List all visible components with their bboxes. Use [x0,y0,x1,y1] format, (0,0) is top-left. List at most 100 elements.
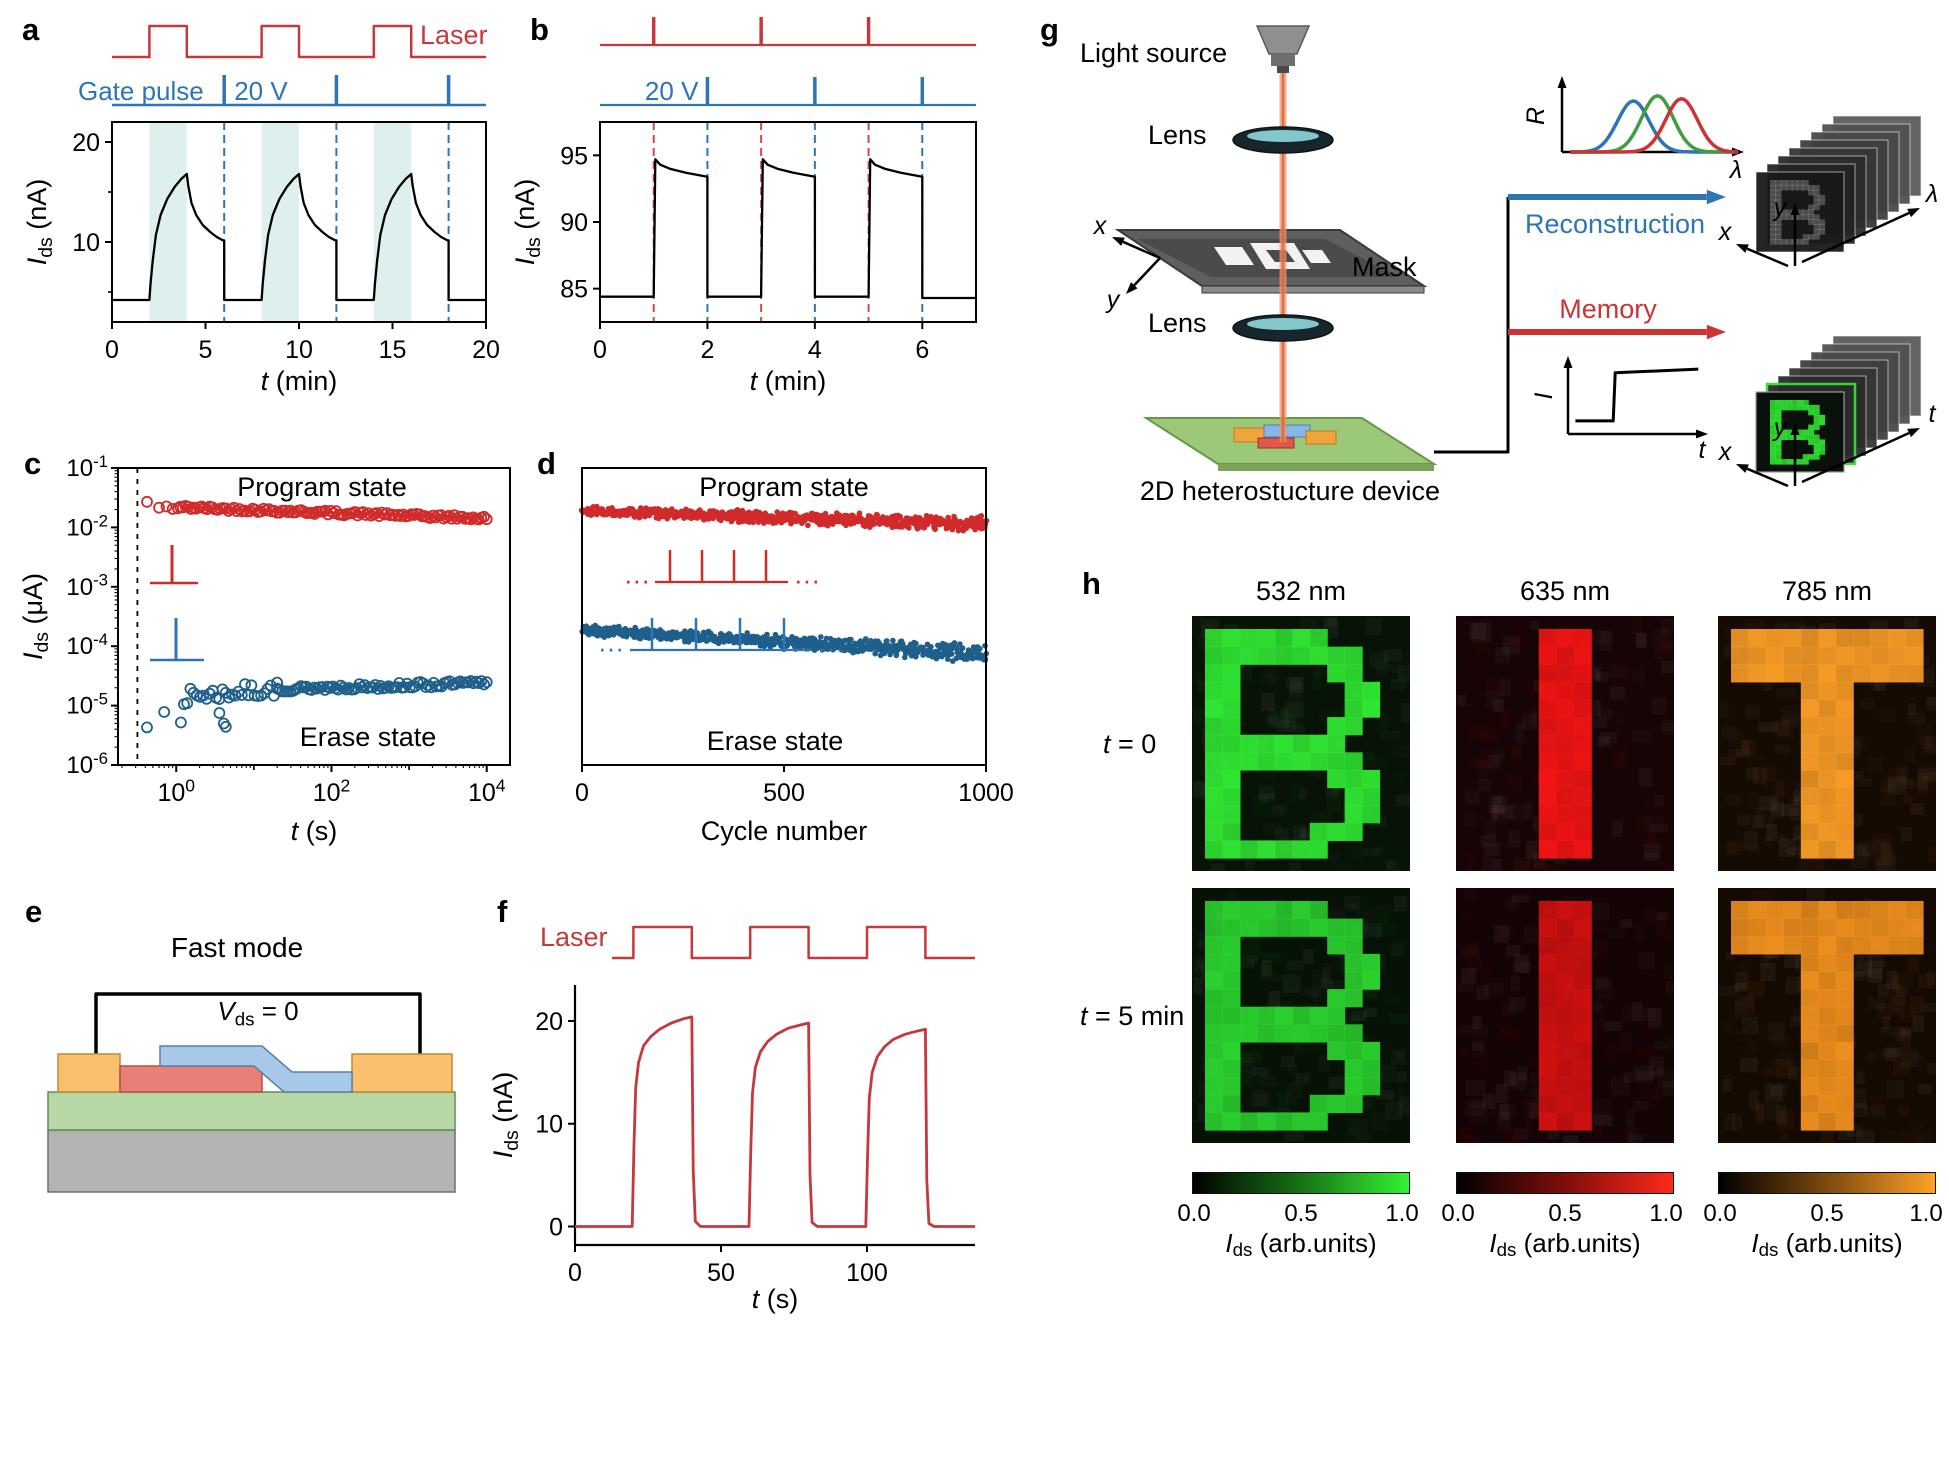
tile-noise [1622,1005,1632,1023]
data-point [174,716,187,729]
tile-noise [1861,697,1874,709]
letter-pixel [1818,1024,1837,1043]
letter-pixel [1800,918,1819,937]
letter-pixel [1802,434,1809,440]
letter-pixel [1222,989,1241,1008]
letter-pixel [1205,840,1224,859]
tile-noise [1631,1002,1643,1022]
colorbar3-tick-05: 0.5 [1810,1200,1844,1227]
letter-pixel [1573,629,1592,648]
tile-noise [1764,1082,1783,1103]
tile-noise [1923,1003,1936,1012]
letter-pixel [1835,971,1854,990]
letter-pixel [1853,901,1872,920]
memory-stack-depth-label: t [1929,400,1937,428]
letter-pixel [1327,989,1346,1008]
panel-f-label: f [497,894,508,929]
memory-plot-x-label: t [1699,436,1707,464]
tile-noise [1492,698,1505,712]
letter-pixel [1362,953,1381,973]
letter-pixel [1274,901,1293,920]
tile-noise [1600,631,1610,651]
tile-noise [1259,793,1276,802]
tile-noise [1867,999,1886,1010]
tile-noise [1266,715,1279,726]
letter-pixel [1780,209,1787,216]
tile-noise [1856,779,1873,787]
letter-pixel [1800,646,1819,665]
tile-noise [1463,812,1477,827]
tile-noise [1269,1092,1282,1100]
letter-pixel [1556,629,1575,648]
letter-pixel [1222,717,1241,736]
letter-pixel [1205,681,1224,701]
tile-noise [1719,756,1736,766]
tile-noise [1289,677,1305,693]
tile-noise [1485,821,1496,839]
tick-label: 100 [157,776,195,808]
tile-noise [1243,1050,1263,1064]
letter-pixel [1765,629,1784,648]
letter-pixel [1556,646,1575,665]
letter-pixel [1818,629,1837,648]
letter-pixel [1780,434,1787,440]
letter-pixel [1888,936,1907,955]
data-point [219,720,232,733]
tile-noise [1393,745,1410,757]
laser-shade-region [373,122,412,322]
tile-noise [1905,778,1915,790]
tile-noise [1645,798,1653,811]
letter-pixel [1205,822,1224,841]
letter-pixel [1222,752,1241,771]
letter-pixel [1802,184,1809,191]
letter-pixel [1239,1112,1258,1131]
letter-pixel [1538,769,1557,789]
letter-pixel [1818,822,1837,841]
letter-pixel [1205,629,1224,648]
letter-pixel [1888,918,1907,937]
tile-noise [1607,927,1625,940]
letter-pixel [1292,752,1311,771]
tile-noise [1515,1128,1528,1140]
tile-noise [1927,1063,1936,1074]
tile-noise [1401,703,1410,722]
letter-pixel [1538,646,1557,665]
data-point [255,689,268,702]
letter-pixel [1870,918,1889,937]
letter-pixel [1292,901,1311,920]
letter-pixel [1797,180,1804,186]
letter-pixel [1802,400,1809,406]
letter-pixel [1770,184,1777,191]
letter-pixel [1362,769,1381,789]
tile-noise [1511,742,1522,759]
tile-noise [1758,796,1778,811]
data-point [153,501,165,514]
device-contact [1305,430,1337,445]
letter-pixel [1573,699,1592,718]
colorbar2-tick-1: 1.0 [1649,1200,1683,1227]
data-point [772,631,779,638]
letter-pixel [1556,1077,1575,1096]
tile-noise [1526,840,1538,860]
tile-noise [1873,834,1892,852]
tile-noise [1867,1051,1884,1059]
letter-pixel [1786,434,1793,440]
letter-pixel [1731,901,1750,920]
tile-noise [1385,1102,1402,1120]
letter-pixel [1835,840,1854,859]
tile-noise [1912,1015,1925,1033]
letter-pixel [1222,629,1241,648]
letter-pixel [1309,752,1328,771]
letter-pixel [1775,229,1782,235]
letter-pixel [1770,404,1777,411]
tile-noise [1641,1020,1659,1037]
letter-pixel [1800,1041,1819,1061]
letter-pixel [1808,214,1815,220]
tile-noise [1737,814,1751,825]
ids-symbol: I [1751,1228,1759,1258]
letter-pixel [1573,734,1592,753]
memory-stack-depth-axis-head [1907,428,1920,438]
letter-pixel [1538,699,1557,718]
letter-pixel [1835,646,1854,665]
tile-noise [1722,1079,1732,1093]
